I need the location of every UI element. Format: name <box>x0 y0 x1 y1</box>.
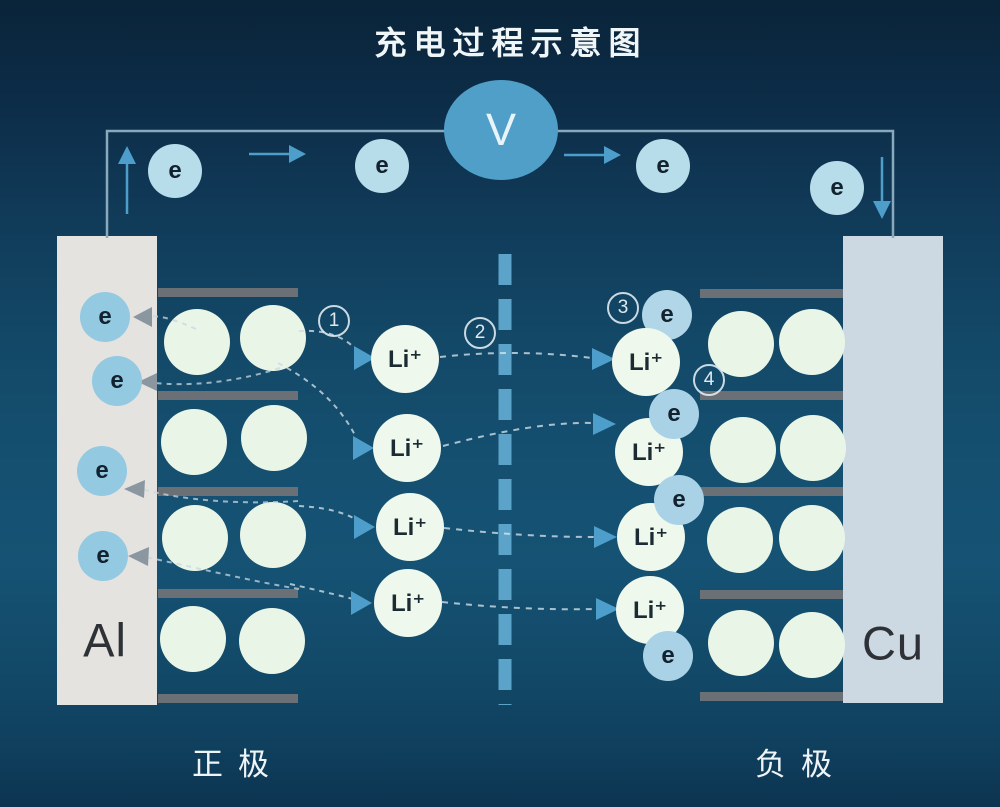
cathode-particle <box>161 409 227 475</box>
electron-label: e <box>375 152 389 179</box>
electron-label: e <box>672 486 686 513</box>
cu-electrode <box>843 236 943 703</box>
electron-label: e <box>96 542 110 569</box>
collector-bar <box>700 692 843 701</box>
lithium-ion-label: Li⁺ <box>390 434 424 462</box>
electron-label: e <box>110 367 124 394</box>
cathode-particle <box>240 305 306 371</box>
electron-label: e <box>98 303 112 330</box>
electron: e <box>643 631 693 681</box>
electron-label: e <box>667 400 681 427</box>
electron-flow-down-arrow <box>873 157 891 219</box>
electron: e <box>355 139 409 193</box>
lithium-ion: Li⁺ <box>374 569 442 637</box>
anode-particle <box>780 415 846 481</box>
voltmeter-label: V <box>485 104 516 155</box>
cathode-particle <box>241 405 307 471</box>
collector-bar <box>158 487 298 496</box>
al-electrode-label: Al <box>83 613 127 667</box>
lithium-ion: Li⁺ <box>373 414 441 482</box>
electron: e <box>148 144 202 198</box>
step-2-badge: 2 <box>464 317 496 349</box>
electron-flow-right-arrow <box>564 146 621 164</box>
collector-bar <box>158 391 298 400</box>
anode-particle <box>708 311 774 377</box>
collector-bar <box>700 590 843 599</box>
electron-flow-right-arrow <box>249 145 306 163</box>
electron: e <box>77 446 127 496</box>
electron-label: e <box>656 152 670 179</box>
electron: e <box>92 356 142 406</box>
electron-label: e <box>661 642 675 669</box>
anode-particle <box>707 507 773 573</box>
step-number: 4 <box>703 369 715 390</box>
lithium-ion: Li⁺ <box>371 325 439 393</box>
lithium-ion-label: Li⁺ <box>393 513 427 541</box>
collector-bar <box>700 487 843 496</box>
lithium-ion-label: Li⁺ <box>629 348 663 376</box>
anode-particle <box>710 417 776 483</box>
anode-particle <box>779 309 845 375</box>
ion-path-arrowheads <box>351 346 375 615</box>
anode-particle <box>779 505 845 571</box>
electron: e <box>78 531 128 581</box>
anode-particle <box>708 610 774 676</box>
collector-bar <box>158 589 298 598</box>
lithium-ion-label: Li⁺ <box>632 438 666 466</box>
step-4-badge: 4 <box>693 364 725 396</box>
step-3-badge: 3 <box>607 292 639 324</box>
electron: e <box>810 161 864 215</box>
diagram-title: 充电过程示意图 <box>374 25 648 61</box>
electron: e <box>636 139 690 193</box>
step-number: 1 <box>328 310 340 331</box>
cathode-particle <box>240 502 306 568</box>
lithium-ion: Li⁺ <box>376 493 444 561</box>
ion-extraction-paths <box>277 329 358 600</box>
step-1-badge: 1 <box>318 305 350 337</box>
negative-terminal-label: 负极 <box>755 747 847 782</box>
electron-label: e <box>95 457 109 484</box>
lithium-ion-label: Li⁺ <box>388 345 422 373</box>
cathode-particle <box>239 608 305 674</box>
collector-bar <box>158 288 298 297</box>
lithium-ion: Li⁺ <box>612 328 680 396</box>
lithium-ion-label: Li⁺ <box>391 589 425 617</box>
electron: e <box>654 475 704 525</box>
electron-label: e <box>660 301 674 328</box>
step-number: 2 <box>474 322 486 343</box>
anode-particle <box>779 612 845 678</box>
electron-path-arrowheads <box>124 307 157 566</box>
electron: e <box>642 290 692 340</box>
step-number: 3 <box>617 297 629 318</box>
ion-migration-paths <box>439 351 597 611</box>
electron: e <box>80 292 130 342</box>
electron-label: e <box>830 174 844 201</box>
electron: e <box>649 389 699 439</box>
collector-bar <box>700 391 843 400</box>
electron-flow-up-arrow <box>118 146 136 214</box>
lithium-ion-label: Li⁺ <box>633 596 667 624</box>
collector-bar <box>158 694 298 703</box>
cu-electrode-label: Cu <box>861 616 925 670</box>
cathode-particle <box>160 606 226 672</box>
voltmeter: V <box>444 80 558 180</box>
electron-extraction-paths <box>141 315 300 590</box>
electron-label: e <box>168 157 182 184</box>
collector-bar <box>700 289 843 298</box>
lithium-ion-label: Li⁺ <box>634 523 668 551</box>
migration-arrowheads <box>592 348 619 620</box>
cathode-particle <box>162 505 228 571</box>
positive-terminal-label: 正极 <box>192 747 284 782</box>
lithium-ion: Li⁺ <box>617 503 685 571</box>
